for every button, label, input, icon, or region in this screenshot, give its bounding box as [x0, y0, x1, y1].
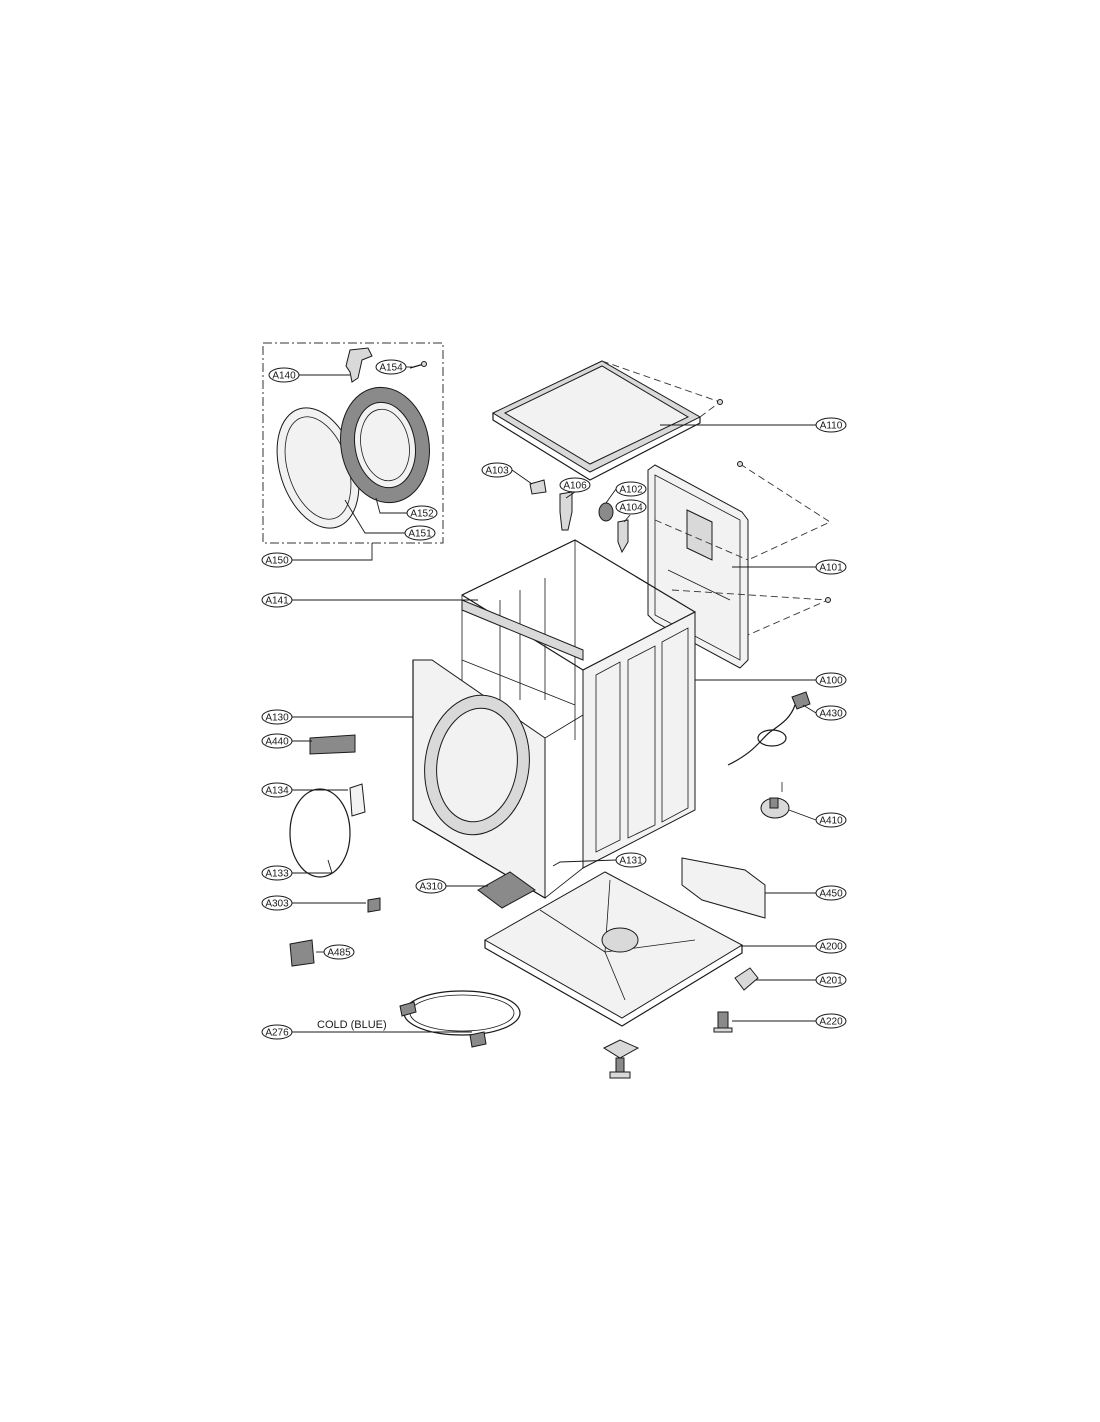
- svg-text:A450: A450: [819, 889, 843, 900]
- svg-text:A130: A130: [265, 713, 289, 724]
- callout-a201: A201: [815, 972, 847, 988]
- pcb-cover: [681, 857, 766, 919]
- callout-a151: A151: [404, 525, 436, 541]
- callout-a440: A440: [261, 733, 293, 749]
- callout-a103: A103: [481, 462, 513, 478]
- door-assembly-boundary: [262, 342, 444, 544]
- callout-a310: A310: [415, 878, 447, 894]
- callout-a104: A104: [615, 499, 647, 515]
- svg-text:A200: A200: [819, 942, 843, 953]
- callout-a150: A150: [261, 552, 293, 568]
- svg-text:A201: A201: [819, 976, 843, 987]
- svg-text:A430: A430: [819, 709, 843, 720]
- clamp-ring: [289, 788, 351, 878]
- svg-text:A152: A152: [410, 509, 434, 520]
- base-frame: [483, 871, 759, 1079]
- svg-text:A103: A103: [485, 466, 509, 477]
- part-a104: [617, 519, 629, 554]
- svg-text:A106: A106: [563, 481, 587, 492]
- svg-text:A133: A133: [265, 869, 289, 880]
- callout-a485: A485: [323, 944, 355, 960]
- callout-labels: A140 A154 A152 A151 A150 A141 A130 A440 …: [261, 359, 847, 1040]
- part-a485: [289, 939, 315, 967]
- svg-text:A141: A141: [265, 596, 289, 607]
- cabinet-side-panel: [582, 611, 696, 869]
- callout-a154: A154: [375, 359, 407, 375]
- svg-text:A100: A100: [819, 676, 843, 687]
- callout-a152: A152: [406, 505, 438, 521]
- callout-a141: A141: [261, 592, 293, 608]
- svg-text:A485: A485: [327, 948, 351, 959]
- cabinet: [461, 539, 696, 869]
- svg-text:A131: A131: [619, 856, 643, 867]
- callout-a130: A130: [261, 709, 293, 725]
- callout-a276: A276: [261, 1024, 293, 1040]
- svg-text:A134: A134: [265, 786, 289, 797]
- callout-a110: A110: [815, 417, 847, 433]
- hose-note: COLD (BLUE): [317, 1019, 387, 1031]
- callout-a134: A134: [261, 782, 293, 798]
- svg-text:A276: A276: [265, 1028, 289, 1039]
- inlet-hose: [399, 990, 521, 1048]
- rear-access-window: [686, 509, 713, 561]
- callout-a131: A131: [615, 852, 647, 868]
- callout-a140: A140: [268, 367, 300, 383]
- drain-pump: [760, 782, 790, 819]
- callout-a100: A100: [815, 672, 847, 688]
- callout-a200: A200: [815, 938, 847, 954]
- svg-text:A151: A151: [408, 529, 432, 540]
- svg-text:A154: A154: [379, 363, 403, 374]
- callout-a101: A101: [815, 559, 847, 575]
- svg-text:A104: A104: [619, 503, 643, 514]
- callout-a220: A220: [815, 1013, 847, 1029]
- callout-a430: A430: [815, 705, 847, 721]
- base-bracket: [734, 967, 759, 991]
- callout-a410: A410: [815, 812, 847, 828]
- svg-text:A140: A140: [272, 371, 296, 382]
- callout-a102: A102: [615, 481, 647, 497]
- rear-panel: [647, 461, 831, 669]
- leader-lines: [292, 366, 817, 1033]
- part-a103: [529, 479, 547, 495]
- part-a102: [598, 502, 614, 522]
- power-cord: [727, 691, 811, 766]
- valve-parts: [529, 479, 629, 554]
- svg-text:A440: A440: [265, 737, 289, 748]
- door-lock: [309, 734, 356, 755]
- top-plate: [491, 360, 723, 481]
- svg-text:A101: A101: [819, 563, 843, 574]
- door-lever: [349, 783, 366, 817]
- svg-text:A150: A150: [265, 556, 289, 567]
- svg-text:A110: A110: [820, 421, 843, 432]
- svg-text:A303: A303: [265, 899, 289, 910]
- callout-a106: A106: [559, 477, 591, 493]
- foot-bracket: [602, 1039, 640, 1059]
- service-panel: [477, 871, 536, 909]
- door-hinge: [345, 347, 373, 383]
- callout-a303: A303: [261, 895, 293, 911]
- cross-bar: [461, 599, 584, 661]
- svg-text:A310: A310: [419, 882, 443, 893]
- svg-text:A410: A410: [819, 816, 843, 827]
- leveling-foot: [717, 1011, 729, 1029]
- door-assembly-group: [262, 342, 444, 544]
- callout-a450: A450: [815, 885, 847, 901]
- svg-text:A102: A102: [619, 485, 643, 496]
- part-a303: [367, 897, 381, 913]
- front-panel: [412, 659, 584, 909]
- callout-a133: A133: [261, 865, 293, 881]
- svg-text:A220: A220: [819, 1017, 843, 1028]
